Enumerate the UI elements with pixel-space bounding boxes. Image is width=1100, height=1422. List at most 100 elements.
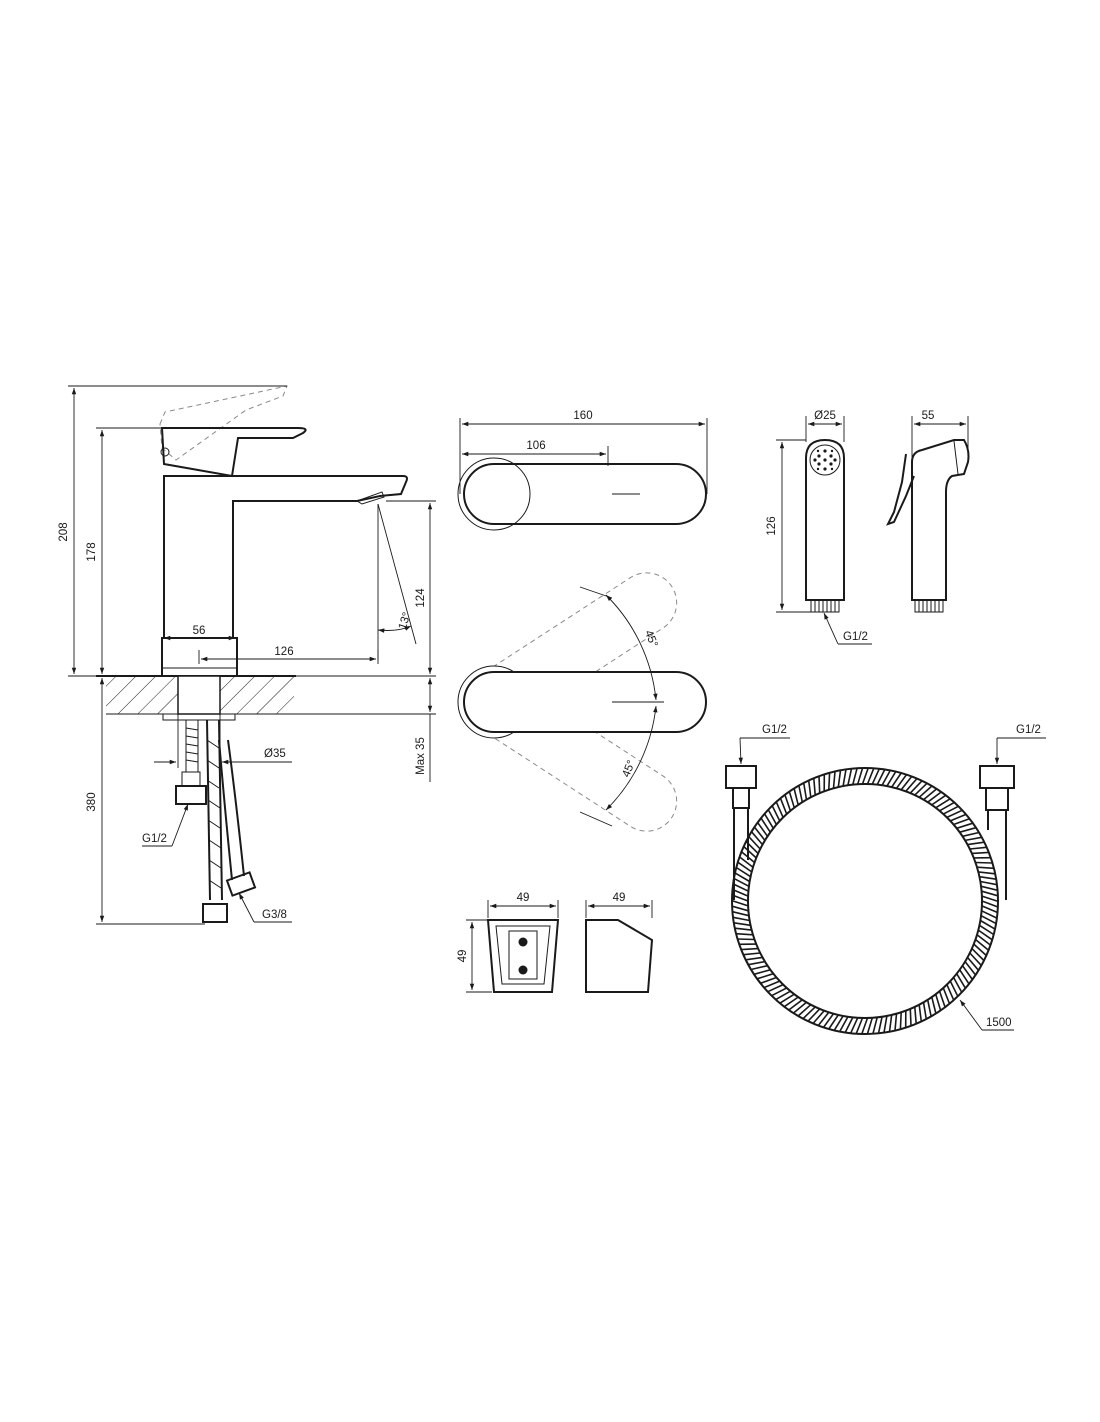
hose-rib xyxy=(798,785,804,803)
hose-rib xyxy=(852,767,858,785)
hose-rib xyxy=(807,1008,821,1022)
hose-rib xyxy=(980,885,998,892)
hose-rib xyxy=(750,964,768,971)
hose-rib xyxy=(756,822,769,837)
hose-rib xyxy=(977,929,993,941)
hose-rib xyxy=(767,983,784,993)
hose-rib xyxy=(822,1013,835,1028)
hose-rib xyxy=(938,990,946,1008)
hose-rib xyxy=(731,899,749,907)
hose-rib xyxy=(922,1002,928,1020)
hose-end-right xyxy=(987,810,1007,900)
hose-rib xyxy=(961,965,974,980)
dimension-208-label: 208 xyxy=(58,522,70,541)
hose-rib xyxy=(976,866,994,870)
hose-rib xyxy=(959,826,977,833)
hose-rib xyxy=(734,927,752,931)
hose-rib xyxy=(905,778,918,792)
leader-g12-spray xyxy=(823,612,839,645)
hose-rib xyxy=(909,780,923,794)
hose-rib xyxy=(949,813,967,822)
dimension-49-height-label: 49 xyxy=(457,950,469,963)
hose-rib xyxy=(837,770,842,788)
hose-rib xyxy=(788,999,803,1011)
stud-threads xyxy=(185,727,199,763)
hose-rib xyxy=(734,872,751,883)
spray-nozzle-holes xyxy=(813,449,837,471)
hose-rib xyxy=(959,969,970,985)
hose-rib xyxy=(886,771,897,787)
faucet-body-outline xyxy=(163,475,408,639)
hose-rib xyxy=(909,1008,912,1026)
dimension-106-label: 106 xyxy=(526,440,545,452)
hose-rib xyxy=(828,772,831,790)
rotation-down-label: 45° xyxy=(620,759,638,780)
spray-thread-side xyxy=(914,599,944,613)
hose-rib xyxy=(866,1017,874,1035)
hose-rib xyxy=(855,1017,864,1034)
hose-rib xyxy=(976,934,991,946)
hose-rib xyxy=(732,910,750,917)
hose-rib xyxy=(733,922,751,927)
base-circle-top xyxy=(457,457,531,531)
inlet-nut xyxy=(175,785,207,805)
dimension-126-spray-label: 126 xyxy=(766,516,778,535)
lever-rotation-view: 45° 45° xyxy=(457,572,707,832)
hose-rib xyxy=(743,845,757,859)
lever-top-outline xyxy=(463,463,707,525)
hose-nut-left xyxy=(202,903,228,923)
hose-length-label: 1500 xyxy=(986,1017,1012,1029)
hose-rib xyxy=(981,910,998,919)
spray-thread-front-lines xyxy=(814,600,836,612)
hose-rib xyxy=(737,861,753,873)
lever-pivot xyxy=(160,447,170,457)
hose-rib xyxy=(981,890,999,897)
hose-rib xyxy=(739,856,754,868)
hose-rib xyxy=(891,772,902,788)
hose-rib xyxy=(979,875,997,880)
hose-rib xyxy=(817,1011,830,1026)
hose-rib xyxy=(866,768,875,785)
hose-rib xyxy=(942,987,951,1004)
holder-screw-bottom xyxy=(518,965,528,975)
hose-rib xyxy=(953,817,970,826)
hose-rib xyxy=(771,987,788,997)
dimension-d25-label: Ø25 xyxy=(814,410,836,422)
hose-rib xyxy=(731,905,749,912)
hose-rib xyxy=(775,990,791,1001)
hose-rib xyxy=(971,948,985,962)
aerator xyxy=(355,491,385,505)
hose-rib xyxy=(748,836,761,850)
hose-nut-right xyxy=(225,871,257,897)
hose-rib xyxy=(926,999,932,1017)
hose-rib xyxy=(922,788,938,801)
hose-rib xyxy=(964,836,982,842)
hose-thread-left-label: G1/2 xyxy=(762,724,787,736)
spout-angle-arc xyxy=(377,625,412,633)
hose-rib xyxy=(842,769,847,787)
hose-rib xyxy=(900,776,913,791)
leader-hose-left xyxy=(738,737,743,765)
hose-rib xyxy=(872,1017,878,1035)
hose-rib xyxy=(899,1012,902,1030)
hose-coil: G1/2 G1/2 1500 xyxy=(725,724,1046,1035)
hose-rib xyxy=(962,831,980,838)
hose-rib xyxy=(760,976,777,985)
hose-rib xyxy=(856,767,864,785)
hose-rib xyxy=(956,973,967,989)
hose-rib xyxy=(934,993,942,1011)
holder-front-view: 49 49 xyxy=(457,892,560,993)
hose-rib xyxy=(918,1004,923,1022)
spray-body-front xyxy=(805,438,845,601)
hose-rib xyxy=(793,788,799,806)
hose-rib xyxy=(750,831,764,846)
dimension-178-label: 178 xyxy=(86,542,98,561)
hose-rib xyxy=(883,1015,888,1033)
hose-rib xyxy=(745,956,763,961)
rotation-arc-up xyxy=(605,594,658,701)
spray-thread-side-lines xyxy=(918,600,940,612)
hose-rib xyxy=(779,798,788,815)
holder-front-outline xyxy=(486,919,560,993)
thread-hose-label: G3/8 xyxy=(262,909,287,921)
hose-fitting-left-ferrule xyxy=(732,787,750,809)
